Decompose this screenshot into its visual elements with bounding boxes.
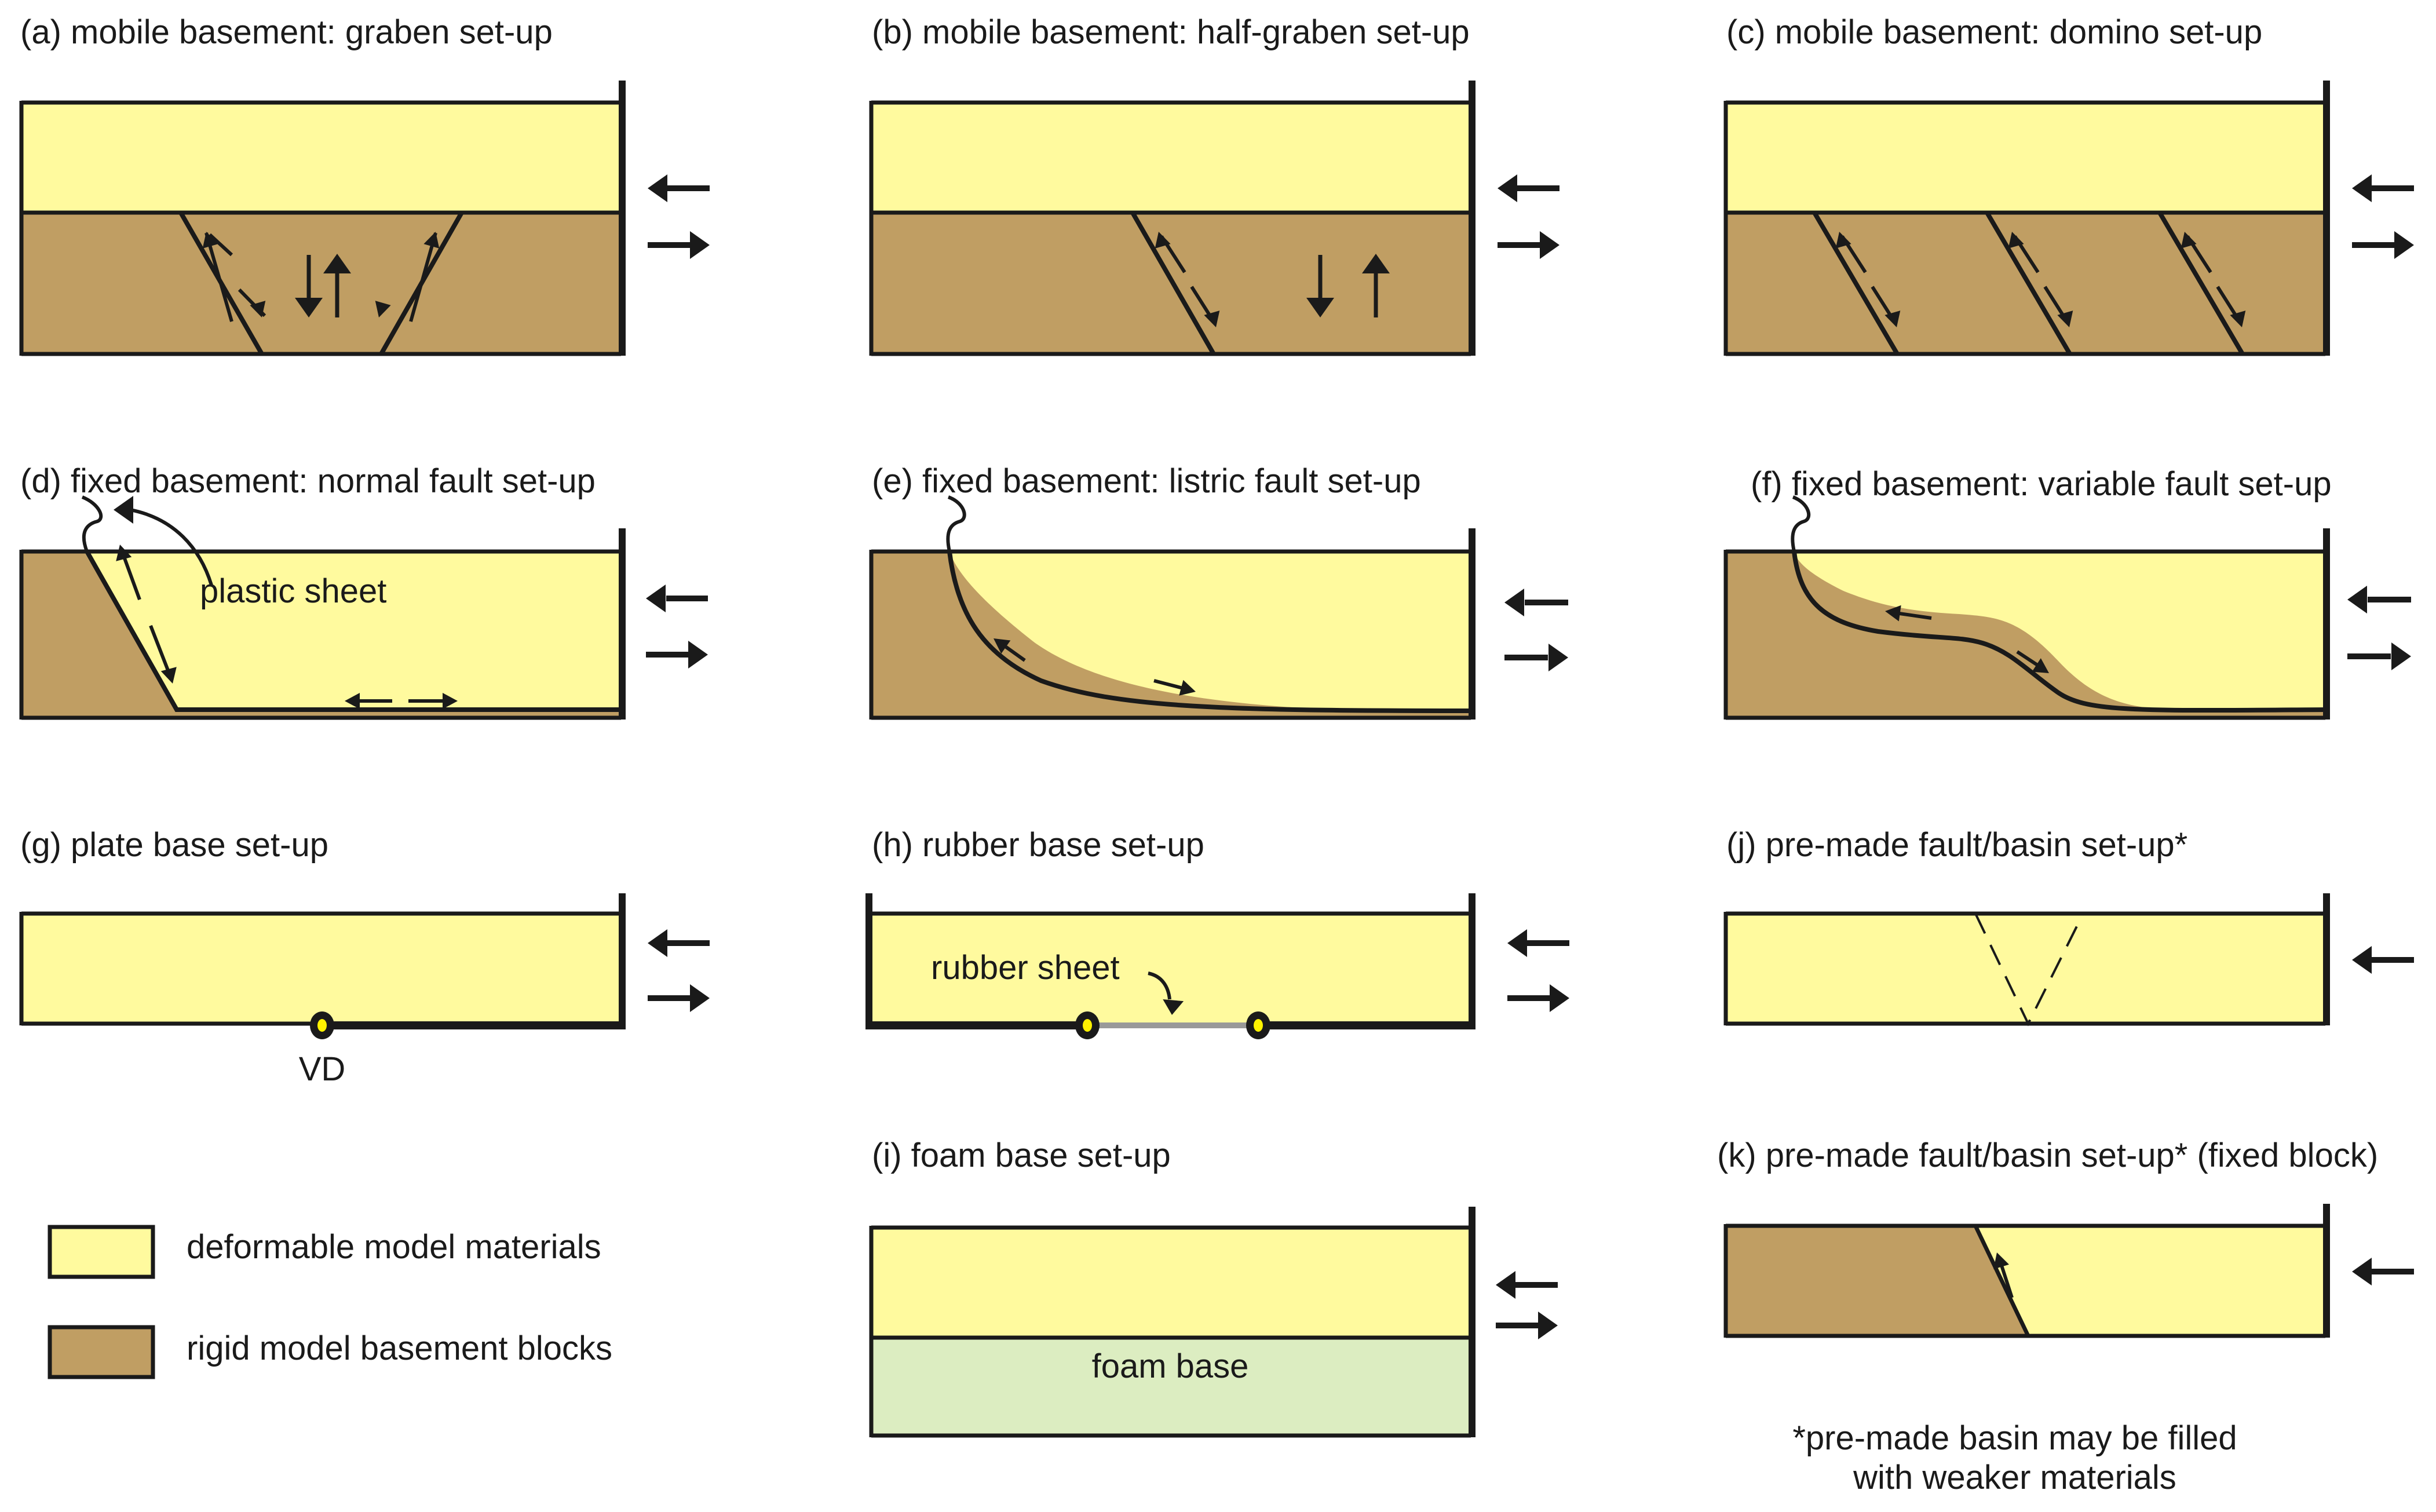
extension-arrow-icon — [646, 641, 708, 669]
legend-swatch-deformable — [48, 1225, 155, 1279]
shortening-arrow-icon — [2352, 946, 2414, 974]
extension-arrow-icon — [1504, 644, 1568, 671]
shortening-arrow-icon — [1504, 589, 1568, 616]
slip-arrows — [988, 631, 1198, 700]
plastic-sheet-label: plastic sheet — [200, 572, 386, 610]
panel-j: (j) pre-made fault/basin set-up* — [1723, 826, 2414, 1027]
panel-b-title: (b) mobile basement: half-graben set-up — [872, 13, 1470, 51]
footnote-line-2: with weaker materials — [1853, 1459, 2176, 1496]
panel-k-title: (k) pre-made fault/basin set-up* (fixed … — [1717, 1137, 2378, 1174]
panel-c: (c) mobile basement: domino set-up — [1723, 13, 2414, 356]
extension-arrow-icon — [1496, 1312, 1558, 1339]
variable-fault — [1792, 551, 2326, 713]
legend: deformable model materials rigid model b… — [48, 1225, 612, 1379]
shortening-arrow-icon — [648, 174, 710, 202]
deformable-layer — [871, 103, 1471, 213]
pre-made-fault — [1973, 1225, 2030, 1337]
extension-arrow-icon — [648, 231, 710, 259]
panel-d-title: (d) fixed basement: normal fault set-up — [20, 462, 596, 500]
legend-item-rigid: rigid model basement blocks — [48, 1325, 612, 1379]
vertical-motion-arrows — [295, 254, 351, 317]
shortening-arrow-icon — [1498, 174, 1560, 202]
deformable-layer — [1794, 552, 2325, 711]
legend-swatch-rigid — [48, 1325, 155, 1379]
panel-g: (g) plate base set-up VD — [19, 826, 710, 1088]
shortening-arrow-icon — [2352, 1258, 2414, 1285]
slip-arrow — [1989, 1250, 2014, 1298]
slip-arrows — [1151, 229, 1224, 330]
deformable-layer — [21, 103, 621, 213]
pointer-arrow — [1148, 972, 1171, 1000]
panel-a-title: (a) mobile basement: graben set-up — [20, 13, 553, 51]
rigid-basement — [21, 213, 621, 354]
legend-item-deformable: deformable model materials — [48, 1225, 601, 1279]
pre-made-basin-outline — [1974, 913, 2084, 1027]
deformable-layer — [1726, 103, 2325, 213]
shortening-arrow-icon — [646, 585, 708, 612]
deformable-layer — [21, 914, 621, 1024]
panel-h-title: (h) rubber base set-up — [872, 826, 1204, 864]
foam-base — [871, 1338, 1471, 1436]
pin-left — [1075, 1011, 1100, 1039]
slip-arrows — [1884, 603, 2054, 680]
deformable-layer — [871, 1228, 1471, 1338]
panel-i-title: (i) foam base set-up — [872, 1137, 1171, 1174]
shortening-arrow-icon — [648, 929, 710, 957]
panel-j-title: (j) pre-made fault/basin set-up* — [1726, 826, 2187, 864]
shortening-arrow-icon — [2352, 174, 2414, 202]
pointer-arrow — [130, 508, 213, 586]
plastic-sheet-curl — [81, 495, 103, 553]
fault — [1130, 211, 1216, 355]
slip-arrows — [198, 229, 444, 322]
shortening-arrow-icon — [1507, 929, 1569, 957]
vertical-motion-arrows — [1306, 254, 1390, 317]
footnote-line-1: *pre-made basin may be filled — [1792, 1419, 2237, 1457]
panel-c-title: (c) mobile basement: domino set-up — [1726, 13, 2262, 51]
plastic-sheet — [85, 550, 621, 712]
panel-f: (f) fixed basement: variable fault set-u… — [1723, 465, 2411, 720]
shortening-arrow-icon — [2347, 586, 2411, 613]
shortening-arrow-icon — [1496, 1271, 1558, 1299]
vd-label: VD — [299, 1050, 346, 1088]
legend-label: rigid model basement blocks — [187, 1330, 612, 1367]
deformable-layer — [949, 552, 1471, 711]
pin-right — [1246, 1011, 1270, 1039]
foam-base-label: foam base — [1092, 1347, 1249, 1385]
panel-b: (b) mobile basement: half-graben set-up — [869, 13, 1560, 356]
panel-f-title: (f) fixed basement: variable fault set-u… — [1751, 465, 2332, 503]
slip-arrows — [1831, 229, 2250, 330]
plastic-sheet-curl — [946, 495, 966, 552]
legend-label: deformable model materials — [187, 1228, 601, 1266]
plastic-sheet-curl — [1791, 495, 1811, 552]
rigid-basement — [1726, 213, 2325, 354]
extension-arrow-icon — [2352, 231, 2414, 259]
panel-k: (k) pre-made fault/basin set-up* (fixed … — [1717, 1137, 2414, 1338]
panel-e: (e) fixed basement: listric fault set-up — [869, 462, 1568, 720]
panel-g-title: (g) plate base set-up — [20, 826, 328, 864]
deformable-layer — [84, 552, 621, 710]
panel-a: (a) mobile basement: graben set-up — [19, 13, 710, 356]
panel-d: (d) fixed basement: normal fault set-up … — [19, 462, 708, 720]
extension-arrow-icon — [2347, 642, 2411, 670]
panel-e-title: (e) fixed basement: listric fault set-up — [872, 462, 1421, 500]
footnote: *pre-made basin may be filled with weake… — [1792, 1419, 2237, 1496]
velocity-discontinuity-pin — [310, 1011, 334, 1039]
panel-i: (i) foam base set-up foam base — [869, 1137, 1558, 1438]
rubber-sheet-label: rubber sheet — [931, 949, 1120, 987]
domino-faults — [1812, 211, 2245, 356]
slip-arrows — [112, 542, 458, 709]
fixed-block — [1726, 1226, 2028, 1336]
extension-arrow-icon — [1507, 984, 1569, 1012]
panel-h: (h) rubber base set-up rubber sheet — [865, 826, 1569, 1039]
deformable-layer — [1726, 914, 2325, 1024]
extension-arrow-icon — [1498, 231, 1560, 259]
listric-fault — [947, 551, 1471, 713]
extension-arrow-icon — [648, 984, 710, 1012]
